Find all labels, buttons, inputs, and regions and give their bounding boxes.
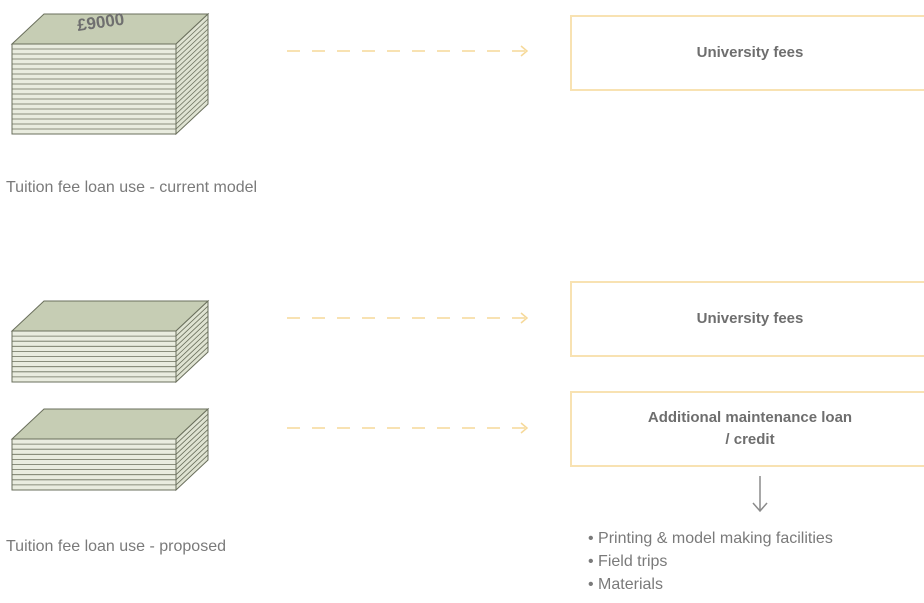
stack-sheet-edge	[175, 68, 209, 100]
stack-sheet-edge	[175, 53, 209, 85]
stack-sheet-edge	[175, 310, 209, 342]
stack-sheet-edge	[175, 424, 209, 455]
stack-sheet-edge	[175, 48, 209, 80]
stack-sheet-edge	[175, 23, 209, 55]
stack-sheet-edge	[175, 336, 209, 367]
stack-sheet-edge	[175, 63, 209, 95]
stack-sheet-edge	[175, 326, 209, 357]
stack-sheet-edge	[175, 43, 209, 75]
stack-sheet-edge	[175, 88, 209, 120]
list-item: Field trips	[588, 550, 833, 573]
stack-sheet-edge	[175, 341, 209, 373]
stack-sheet-edge	[175, 321, 209, 352]
list-item: Materials	[588, 573, 833, 596]
money-stack-large: £9000	[10, 10, 210, 136]
stack-sheet-edge	[175, 434, 209, 465]
maintenance-loan-label-line1: Additional maintenance loan	[647, 409, 853, 426]
stack-sheet-edge	[175, 18, 209, 50]
list-item: Printing & model making facilities	[588, 527, 833, 550]
maintenance-loan-label-line2: / credit	[725, 431, 775, 448]
stack-sheet-edge	[175, 316, 209, 347]
stack-sheet-edge	[175, 33, 209, 65]
stack-sheet-edge	[175, 38, 209, 70]
dashed-arrow-3	[287, 422, 529, 434]
money-stack-small-2	[10, 407, 210, 492]
proposed-model-caption: Tuition fee loan use - proposed	[6, 538, 226, 555]
stack-sheet-edge	[175, 83, 209, 115]
stack-sheet-edge	[175, 73, 209, 105]
stack-sheet-edge	[175, 444, 209, 475]
uses-list: Printing & model making facilities Field…	[588, 527, 833, 596]
stack-sheet-edge	[175, 58, 209, 90]
university-fees-label: University fees	[696, 44, 804, 61]
money-stack-small-1	[10, 299, 210, 384]
dashed-arrow-2	[287, 312, 529, 324]
stack-sheet-edge	[175, 93, 209, 125]
stack-sheet-edge	[175, 429, 209, 460]
stack-sheet-edge	[175, 78, 209, 110]
university-fees-box-proposed: University fees	[570, 281, 924, 357]
stack-sheet-edge	[175, 98, 209, 130]
stack-sheet-edge	[175, 439, 209, 470]
stack-sheet-edge	[175, 454, 209, 486]
stack-sheet-edge	[175, 331, 209, 362]
stack-top-face	[10, 408, 210, 440]
stack-sheet-edge	[175, 449, 209, 481]
stack-top-face	[10, 300, 210, 332]
stack-sheet-edge	[175, 346, 209, 378]
current-model-caption: Tuition fee loan use - current model	[6, 179, 258, 196]
university-fees-box-current: University fees	[570, 15, 924, 91]
stack-sheet-edge	[175, 28, 209, 60]
stack-sheet-edge	[175, 305, 209, 337]
stack-sheet-edge	[175, 413, 209, 445]
stack-sheet-edge	[175, 418, 209, 450]
maintenance-loan-box: Additional maintenance loan / credit	[570, 391, 924, 467]
down-arrow	[752, 476, 768, 513]
dashed-arrow-1	[287, 45, 529, 57]
university-fees-label-proposed: University fees	[696, 310, 804, 327]
